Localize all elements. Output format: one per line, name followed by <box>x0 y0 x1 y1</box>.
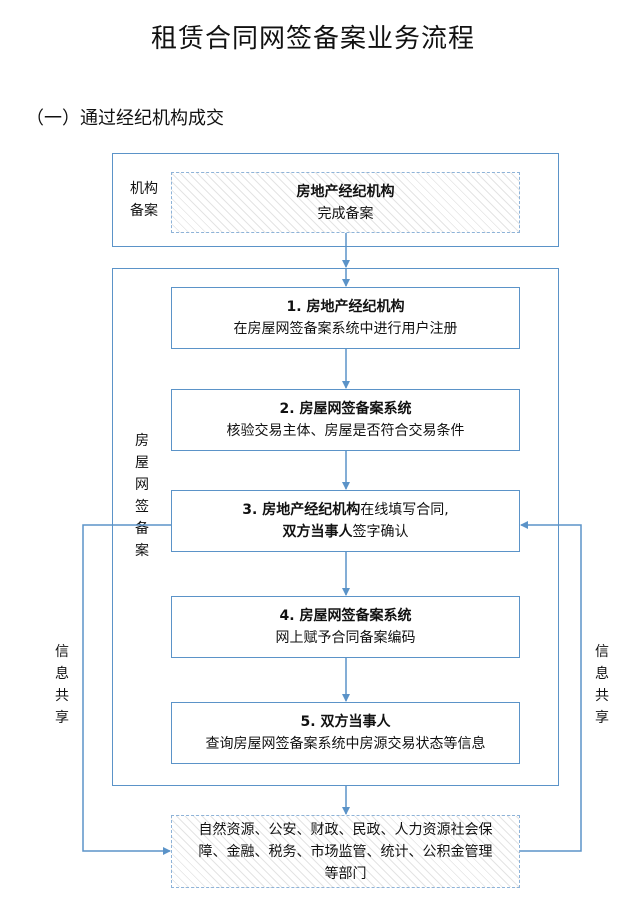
agency-filing-box: 房地产经纪机构 完成备案 <box>171 172 520 233</box>
agency-filing-box-title: 房地产经纪机构 <box>296 183 395 200</box>
info-share-char: 信 <box>55 644 69 660</box>
agency-filing-frame <box>112 153 559 247</box>
housing-filing-label-char: 房 <box>135 433 149 449</box>
info-share-right-connector <box>520 521 582 852</box>
agency-filing-label: 机构 备案 <box>122 178 166 222</box>
agency-filing-label-line: 机构 <box>130 181 158 197</box>
step-4-text: 网上赋予合同备案编码 <box>275 630 416 646</box>
info-share-label-right: 信 息 共 享 <box>590 641 614 729</box>
step-2-title: 2. 房屋网签备案系统 <box>279 401 412 417</box>
info-share-char: 共 <box>55 688 69 704</box>
departments-line: 障、金融、税务、市场监管、统计、公积金管理 <box>198 843 493 860</box>
info-share-char: 息 <box>55 666 69 682</box>
step-5-box: 5. 双方当事人 查询房屋网签备案系统中房源交易状态等信息 <box>171 702 520 764</box>
agency-filing-label-line: 备案 <box>130 203 158 219</box>
section-subtitle: （一）通过经纪机构成交 <box>26 108 224 129</box>
housing-filing-label-char: 网 <box>135 477 149 493</box>
info-share-char: 共 <box>595 688 609 704</box>
step-5-title: 5. 双方当事人 <box>300 714 391 730</box>
agency-filing-box-text: 完成备案 <box>317 205 374 222</box>
step-1-box: 1. 房地产经纪机构 在房屋网签备案系统中进行用户注册 <box>171 287 520 349</box>
info-share-char: 信 <box>595 644 609 660</box>
info-share-char: 息 <box>595 666 609 682</box>
step-3-text-1: 在线填写合同, <box>360 502 449 518</box>
step-3-text-2: 签字确认 <box>352 524 409 540</box>
housing-filing-label-char: 屋 <box>135 455 149 471</box>
step-4-box: 4. 房屋网签备案系统 网上赋予合同备案编码 <box>171 596 520 658</box>
departments-line: 自然资源、公安、财政、民政、人力资源社会保 <box>198 821 493 838</box>
step-3-parties: 双方当事人 <box>282 524 353 540</box>
housing-filing-frame <box>112 268 559 786</box>
step-3-line-2: 双方当事人签字确认 <box>283 521 409 543</box>
step-1-title: 1. 房地产经纪机构 <box>286 299 405 315</box>
info-share-char: 享 <box>595 710 609 726</box>
step-4-title: 4. 房屋网签备案系统 <box>279 608 412 624</box>
step-3-box: 3. 房地产经纪机构在线填写合同, 双方当事人签字确认 <box>171 490 520 552</box>
departments-box: 自然资源、公安、财政、民政、人力资源社会保 障、金融、税务、市场监管、统计、公积… <box>171 815 520 888</box>
info-share-label-left: 信 息 共 享 <box>50 641 74 729</box>
info-share-left-connector <box>82 524 171 855</box>
step-5-text: 查询房屋网签备案系统中房源交易状态等信息 <box>205 736 486 752</box>
page-title: 租赁合同网签备案业务流程 <box>150 24 475 54</box>
housing-filing-label-char: 案 <box>135 543 149 559</box>
step-2-box: 2. 房屋网签备案系统 核验交易主体、房屋是否符合交易条件 <box>171 389 520 451</box>
step-2-text: 核验交易主体、房屋是否符合交易条件 <box>226 423 465 439</box>
housing-filing-label: 房 屋 网 签 备 案 <box>130 430 154 562</box>
step-3-line-1: 3. 房地产经纪机构在线填写合同, <box>242 499 448 521</box>
housing-filing-label-char: 签 <box>135 499 149 515</box>
step-1-text: 在房屋网签备案系统中进行用户注册 <box>233 321 458 337</box>
info-share-char: 享 <box>55 710 69 726</box>
step-3-title: 3. 房地产经纪机构 <box>242 502 361 518</box>
departments-line: 等部门 <box>324 865 367 882</box>
